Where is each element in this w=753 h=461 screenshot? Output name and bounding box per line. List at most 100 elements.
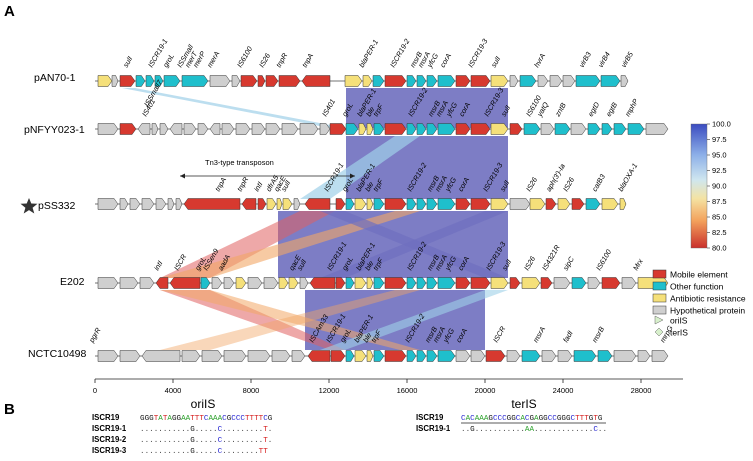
sequence-base: . [186, 437, 191, 445]
track-name: E202 [60, 276, 85, 288]
gene-label: ble [364, 105, 377, 118]
colorbar-tick-label: 82.5 [712, 228, 727, 237]
gene-label: tnpA [213, 176, 228, 193]
gene-arrow [231, 75, 241, 87]
gene-arrow [437, 277, 456, 289]
gene-arrow [426, 198, 438, 210]
sequence-base: . [181, 448, 186, 456]
gene-arrow [266, 198, 277, 210]
track-name: pAN70-1 [34, 72, 76, 84]
gene-arrow [597, 350, 613, 362]
track-name: pNFYY023-1 [24, 124, 85, 136]
gene-label: egtB [604, 101, 619, 118]
gene-arrow [119, 123, 137, 135]
terlS-marker-icon [654, 327, 664, 337]
homology-band [160, 211, 335, 278]
gene-arrow [426, 277, 438, 289]
sequence-base: . [167, 448, 172, 456]
sequence-base: . [240, 426, 245, 434]
gene-label: Mrx [631, 257, 645, 272]
sequence-base: C [240, 415, 245, 423]
gene-arrow [257, 75, 266, 87]
sequence-base: . [580, 426, 585, 434]
gene-label: catB3 [590, 173, 607, 193]
identity-colorbar: 100.097.595.092.590.087.585.082.580.0 [690, 120, 731, 253]
gene-arrow [354, 277, 367, 289]
sequence-base: . [479, 426, 484, 434]
sequence-base: . [566, 426, 571, 434]
gene-arrow [523, 123, 541, 135]
sequence-base: A [181, 415, 186, 423]
gene-arrow [257, 198, 267, 210]
gene-arrow [247, 350, 271, 362]
axis-tick-label: 12000 [319, 386, 340, 395]
reference-star-icon [20, 198, 38, 214]
sequence-name: ISCR19-1 [92, 424, 127, 433]
sequence-base: C [552, 415, 557, 423]
sequence-base: G [190, 426, 195, 434]
sequence-base: . [177, 448, 182, 456]
sequence-base: . [222, 437, 227, 445]
legend-orilS-label: oriIS [670, 316, 688, 326]
gene-label: merA [205, 49, 221, 69]
gene-arrow [406, 198, 417, 210]
gene-label: virB3 [577, 50, 593, 69]
gene-arrow [209, 123, 221, 135]
gene-label: hvrA [532, 52, 547, 69]
sequence-base: . [254, 426, 259, 434]
gene-label: IS26 [524, 176, 539, 193]
gene-arrow [293, 198, 301, 210]
homology-band [160, 290, 420, 350]
gene-arrow [235, 123, 251, 135]
colorbar-tick-label: 85.0 [712, 213, 727, 222]
gene-arrow [587, 277, 601, 289]
sequence-base: . [245, 426, 250, 434]
gene-label: sipC [561, 254, 576, 272]
gene-arrow [223, 350, 247, 362]
gene-arrow [97, 277, 119, 289]
gene-arrow [200, 277, 211, 289]
sequence-base: A [186, 415, 191, 423]
gene-arrow [537, 75, 549, 87]
legend-swatch [652, 281, 667, 291]
gene-arrow [455, 123, 471, 135]
axis-tick-label: 16000 [397, 386, 418, 395]
legend-item-label: Mobile element [670, 270, 728, 280]
gene-arrow [545, 198, 557, 210]
gene-arrow [416, 350, 427, 362]
gene-arrow [637, 350, 651, 362]
gene-arrow [455, 350, 471, 362]
gene-arrow [490, 123, 509, 135]
gene-arrow [406, 277, 417, 289]
sequence-base: C [218, 437, 223, 445]
sequence-base: . [154, 448, 159, 456]
gene-arrow [240, 75, 258, 87]
gene-label: corA [438, 52, 453, 69]
sequence-base: T [250, 415, 255, 423]
gene-arrow [613, 123, 627, 135]
sequence-base: T [584, 415, 589, 423]
gene-label: sulI [489, 55, 502, 69]
gene-arrow [111, 75, 119, 87]
gene-arrow [416, 123, 427, 135]
gene-arrow [490, 277, 509, 289]
sequence-base: A [218, 415, 223, 423]
gene-arrow [585, 198, 601, 210]
homology-band [160, 211, 420, 278]
gene-label: blaOXA-1 [616, 162, 639, 193]
gene-arrow [485, 350, 506, 362]
sequence-base: . [208, 448, 213, 456]
gene-label: ble [361, 331, 374, 344]
colorbar-tick-label: 80.0 [712, 244, 727, 253]
sequence-base: C [204, 415, 209, 423]
sequence-base: . [539, 426, 544, 434]
sequence-base: . [195, 448, 200, 456]
sequence-base: T [195, 415, 200, 423]
sequence-base: . [227, 437, 232, 445]
sequence-base: G [598, 415, 603, 423]
sequence-base: A [529, 426, 534, 434]
sequence-base: . [250, 437, 255, 445]
sequence-base: A [475, 415, 480, 423]
